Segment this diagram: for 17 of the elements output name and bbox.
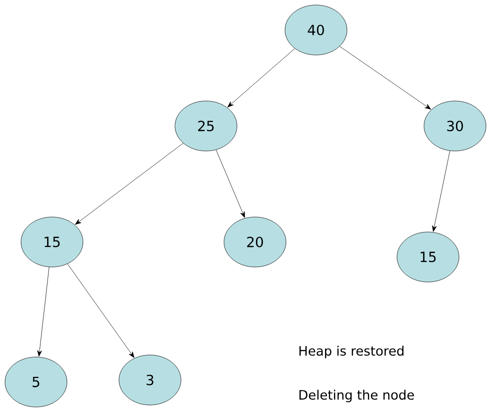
arrow: [37, 266, 50, 357]
heap-node: 30: [424, 100, 486, 152]
arrow: [340, 46, 432, 110]
arrow: [432, 150, 450, 232]
heap-node: 3: [118, 354, 182, 406]
arrow: [227, 48, 296, 108]
heap-node: 20: [224, 216, 286, 268]
arrow: [75, 142, 184, 225]
arrow: [67, 264, 134, 358]
heap-node: 5: [4, 356, 68, 408]
arrow: [216, 150, 245, 218]
heap-node: 25: [174, 100, 238, 152]
heap-node: 40: [284, 4, 348, 56]
caption-text: Heap is restored: [299, 346, 404, 358]
heap-node: 15: [20, 216, 84, 268]
heap-node: 15: [396, 232, 460, 282]
caption-text: Deleting the node: [299, 390, 414, 402]
